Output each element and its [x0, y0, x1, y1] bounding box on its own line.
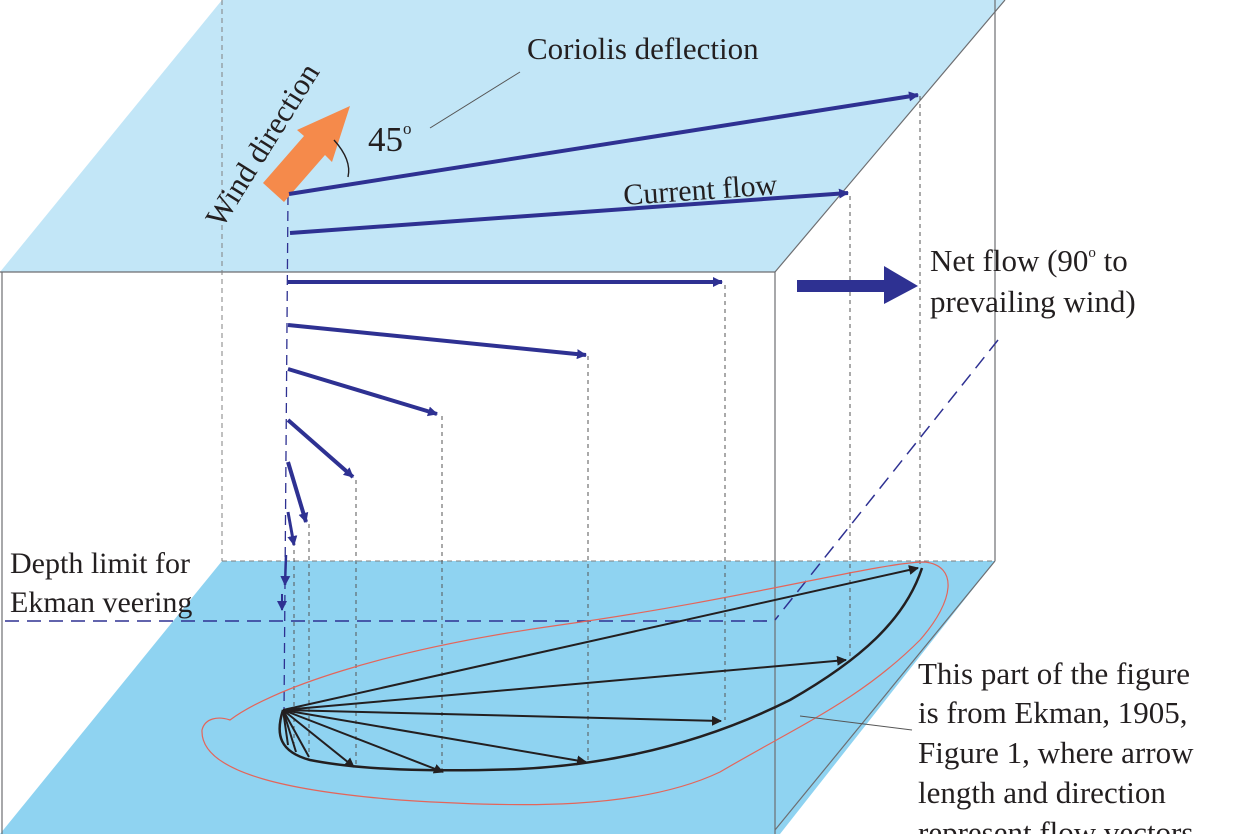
coriolis-label: Coriolis deflection	[527, 31, 759, 66]
central-axis	[283, 194, 289, 713]
angle-arc	[333, 139, 350, 178]
net-flow-label-line2: prevailing wind)	[930, 284, 1136, 319]
note-line-3: Figure 1, where arrow	[918, 735, 1194, 770]
surface-plane	[0, 0, 1005, 272]
flow-arrow-4	[287, 323, 587, 360]
depth-limit-label-line2: Ekman veering	[10, 586, 192, 619]
hidden-edges	[221, 0, 995, 562]
note-leader-line	[799, 715, 913, 731]
hodograph-vectors	[282, 565, 919, 774]
hodograph-outline	[201, 561, 949, 806]
hodograph-curve	[278, 567, 924, 772]
note-line-4: length and direction	[918, 775, 1166, 810]
bottom-plane	[0, 561, 995, 834]
note-line-5: represent flow vectors	[918, 815, 1193, 834]
flow-arrow-8	[286, 511, 298, 546]
net-flow-arrow	[797, 266, 918, 304]
angle-label: 45o	[368, 119, 412, 159]
coriolis-leader-line	[429, 71, 521, 129]
note-line-1: This part of the figure	[918, 656, 1190, 691]
flow-vectors	[277, 91, 919, 611]
wind-direction-arrow	[263, 106, 350, 202]
flow-arrow-5	[287, 367, 438, 417]
net-flow-dashed-line	[774, 339, 999, 621]
flow-arrow-2	[289, 188, 849, 235]
depth-limit-label-line1: Depth limit for	[10, 547, 190, 580]
flow-arrow-1	[288, 91, 919, 196]
note-line-2: is from Ekman, 1905,	[918, 695, 1188, 730]
flow-arrow-9	[280, 554, 291, 586]
flow-arrow-7	[286, 461, 309, 523]
flow-arrow-6	[286, 418, 355, 479]
net-flow-label-line1: Net flow (90o to	[930, 243, 1128, 278]
